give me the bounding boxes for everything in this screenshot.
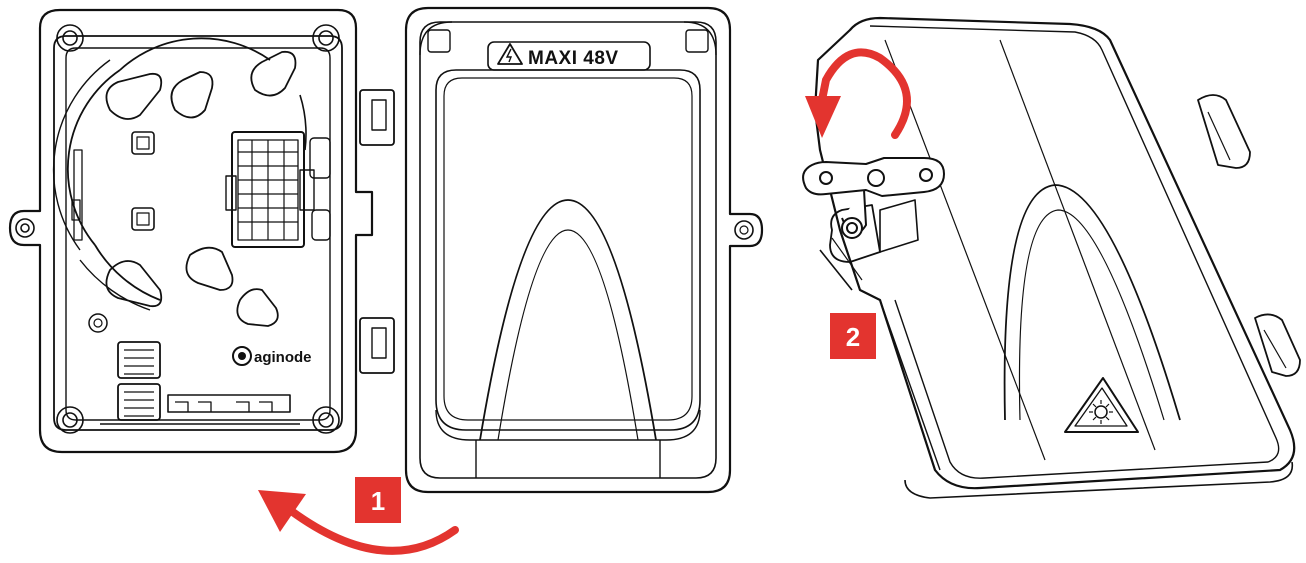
- step-2-arrow: [818, 48, 911, 139]
- step-2-arrowhead: [805, 96, 841, 138]
- step-2-label: 2: [846, 322, 860, 352]
- step-1-badge: 1: [355, 477, 401, 523]
- step-2-badge: 2: [830, 313, 876, 359]
- brand-logo-text: aginode: [254, 349, 312, 366]
- lid-model-label: MAXI 48V: [528, 48, 619, 69]
- lightning-warning-icon: [497, 43, 523, 65]
- enclosure-base-open: [8, 8, 395, 454]
- aginode-logo-icon: [232, 346, 252, 366]
- laser-warning-icon: [1064, 377, 1139, 433]
- step-1-arrow: [286, 506, 459, 555]
- corner-screw-icon: [15, 24, 340, 434]
- key-icon: [802, 157, 945, 239]
- enclosure-lid: [404, 6, 764, 494]
- step-1-arrowhead: [258, 490, 306, 532]
- enclosure-closed: [813, 16, 1301, 499]
- step-1-label: 1: [371, 486, 385, 516]
